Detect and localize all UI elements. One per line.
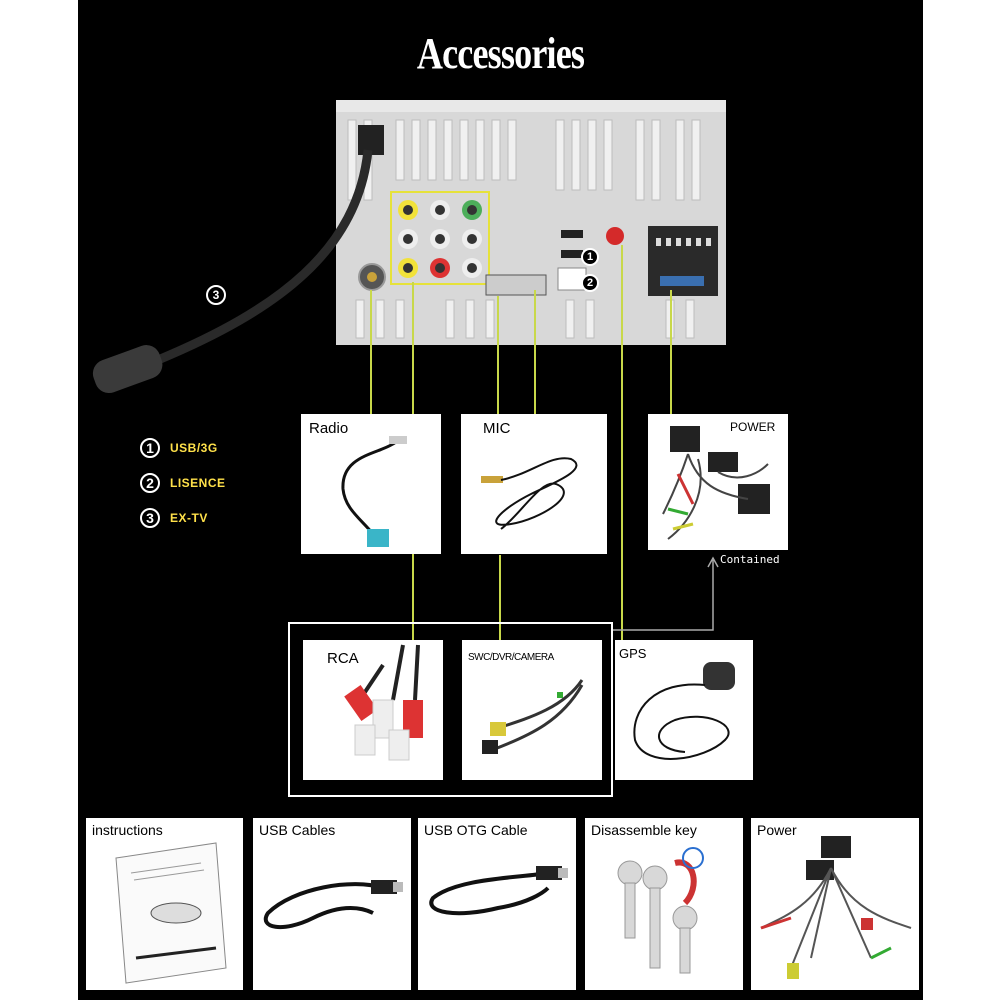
swc-label: SWC/DVR/CAMERA [468,652,554,663]
disassemble-key-panel: Disassemble key [585,818,743,990]
accessory-group-frame [288,622,613,797]
swc-cable [482,679,584,754]
contained-arrow [608,555,738,635]
connector-line [621,245,623,645]
usb-cables-label: USB Cables [259,822,336,838]
disassemble-key-label: Disassemble key [591,822,697,838]
mic-label: MIC [483,420,511,437]
connector-line [370,290,372,414]
rca-label: RCA [327,650,359,667]
connector-line [497,296,499,414]
usb-otg-label: USB OTG Cable [424,822,528,838]
instructions-panel: instructions [86,818,243,990]
usb-otg-cable [429,866,568,916]
legend-lisence: 2 LISENCE [140,473,226,493]
product-image: Accessories [78,0,923,1000]
radio-antenna-adapter [341,436,407,547]
mic-cable [481,457,578,530]
legend-ex-tv: 3 EX-TV [140,508,208,528]
power-harness [662,426,770,540]
power-panel: Power [751,818,919,990]
instruction-manual [115,842,227,984]
gps-label: GPS [619,646,647,661]
cable-marker-3: 3 [206,285,226,305]
connector-line [499,555,501,643]
page-title: Accessories [416,29,585,78]
connector-line [670,290,672,414]
usb-cable [263,880,403,930]
disassemble-keys [617,847,704,974]
ex-tv-cable [78,130,398,410]
port-marker-1: 1 [581,248,599,266]
power-harness-panel: POWER [648,414,788,550]
usb-otg-cable-panel: USB OTG Cable [418,818,576,990]
connector-line [534,290,536,414]
gps-panel: GPS [615,640,753,780]
usb-cables-panel: USB Cables [253,818,411,990]
gps-antenna [633,662,735,760]
rca-panel: RCA [303,640,443,780]
mic-panel: MIC [461,414,607,554]
power-label: POWER [730,420,776,434]
radio-panel: Radio [301,414,441,554]
power-bottom-label: Power [757,822,797,838]
rca-cable [344,644,423,761]
power-harness-bottom [760,836,912,979]
radio-label: Radio [309,420,349,437]
swc-dvr-camera-panel: SWC/DVR/CAMERA [462,640,602,780]
instructions-label: instructions [92,822,163,838]
contained-label: Contained [720,553,780,566]
head-unit-back [336,100,726,345]
legend-usb-3g: 1 USB/3G [140,438,218,458]
port-marker-2: 2 [581,274,599,292]
